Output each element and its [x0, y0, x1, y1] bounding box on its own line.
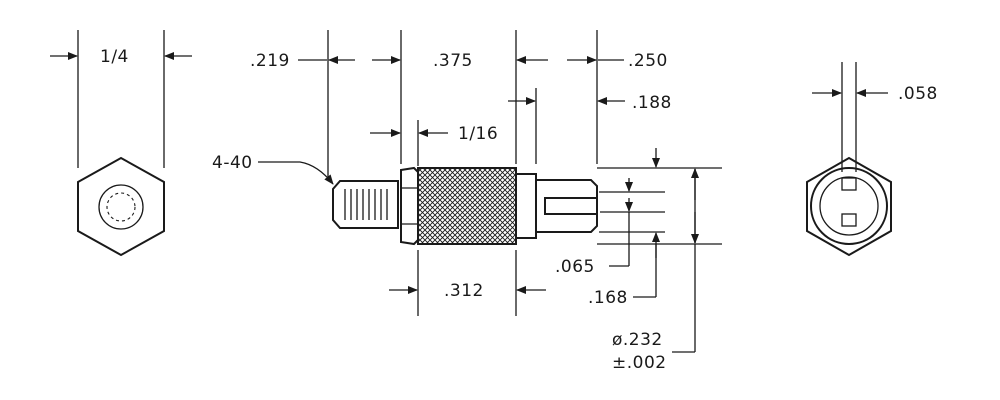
pin-inner-label: .168 — [588, 288, 628, 308]
knurl-length-label: .312 — [444, 281, 484, 301]
slot-width-label: .065 — [555, 257, 595, 277]
hex-collar — [400, 166, 419, 246]
pin-length-label: .250 — [628, 51, 668, 71]
hex-outline — [77, 156, 165, 257]
hex-outline — [806, 156, 892, 257]
shoulder-circle — [810, 167, 888, 245]
left-hex-view: 1/4 — [50, 30, 192, 257]
hidden-thread-circle — [106, 192, 136, 222]
left-across-flats-label: 1/4 — [100, 47, 129, 67]
pin-circle — [819, 176, 879, 236]
pin-tolerance-label: ±.002 — [612, 353, 667, 373]
thread-leader — [258, 161, 334, 185]
thread-lines — [344, 189, 388, 220]
right-end-view: .058 — [806, 62, 938, 257]
hex-thickness-label: 1/16 — [458, 124, 498, 144]
pin-slot — [544, 197, 597, 215]
end-slot-width-label: .058 — [898, 84, 938, 104]
slot-depth-label: .188 — [632, 93, 672, 113]
bore-circle — [98, 184, 144, 230]
knurled-body — [417, 167, 517, 245]
shoulder — [515, 173, 537, 239]
slotted-pin — [535, 179, 598, 233]
thread-size-label: 4-40 — [212, 153, 253, 173]
slot-opening-top — [841, 177, 857, 191]
side-view: .219 .375 .250 .188 1/16 4-40 — [212, 30, 722, 373]
pin-diameter-label: ø.232 — [612, 330, 663, 350]
slot-opening-bottom — [841, 213, 857, 227]
body-length-label: .375 — [433, 51, 473, 71]
thread-length-label: .219 — [250, 51, 290, 71]
threaded-stud — [332, 180, 399, 229]
